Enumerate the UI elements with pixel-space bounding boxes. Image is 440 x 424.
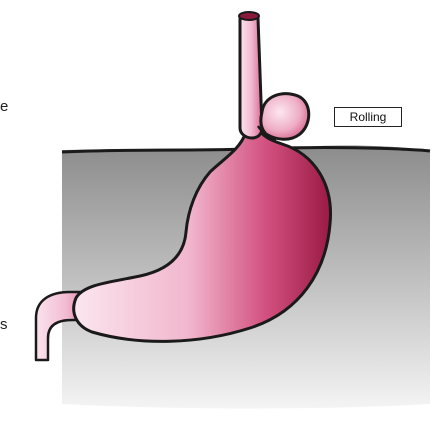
esophagus-opening <box>239 12 259 20</box>
herniated-bulge <box>261 94 309 140</box>
cropped-text-bottom: s <box>0 316 8 333</box>
cropped-text-top: e <box>0 98 8 115</box>
rolling-label: Rolling <box>334 107 402 127</box>
esophagus <box>240 18 262 138</box>
